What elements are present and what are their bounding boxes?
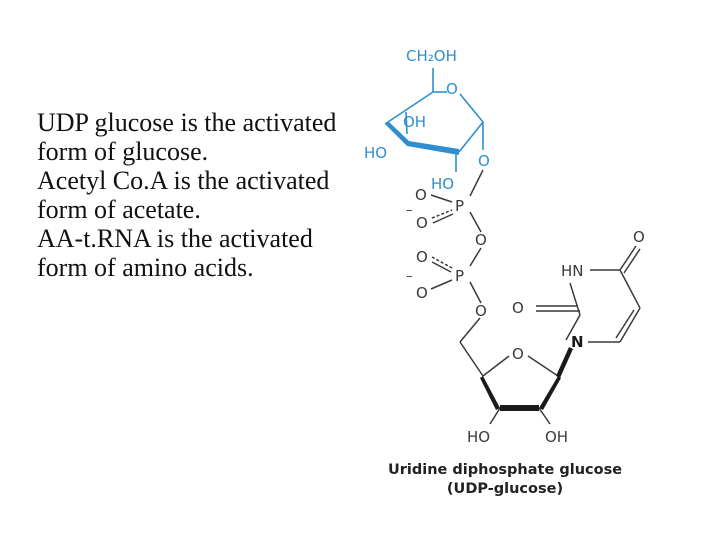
p1-bridge-bond xyxy=(469,211,482,233)
p2-o-double-a xyxy=(431,256,453,269)
c5-c4-ribose-bond xyxy=(459,341,484,377)
label-p1-o-double: O xyxy=(416,214,428,232)
description-text: UDP glucose is the activated form of glu… xyxy=(37,108,367,282)
label-uracil-n1: N xyxy=(571,333,584,351)
ribose-o-c1-bond xyxy=(527,355,559,377)
ribose-wedge-right xyxy=(539,376,561,410)
c5-c6-inner-bond xyxy=(615,309,635,339)
label-oh-c3: OH xyxy=(403,113,426,131)
label-ribose-o: O xyxy=(512,345,524,363)
text-line-1: UDP glucose is the activated xyxy=(37,108,337,137)
label-p2-o-minus: O xyxy=(416,284,428,302)
text-line-6: form of amino acids. xyxy=(37,253,254,282)
c5-c4-bond xyxy=(384,91,434,125)
label-ho-c2: HO xyxy=(431,175,454,193)
ribose-wedge-left xyxy=(480,376,500,410)
ribose-bold-bottom xyxy=(500,405,539,411)
text-line-4: form of acetate. xyxy=(37,195,201,224)
glucose-ring xyxy=(384,68,484,172)
text-line-5: AA-t.RNA is the activated xyxy=(37,224,313,253)
label-p2: P xyxy=(455,267,464,285)
ester-c5-bond xyxy=(459,317,481,343)
label-p1-o-minus: O xyxy=(415,186,427,204)
label-ester-o: O xyxy=(475,302,487,320)
label-uracil-hn: HN xyxy=(561,262,584,280)
c3-oh-bond-ribose xyxy=(489,407,501,425)
c2-n3-bond xyxy=(569,282,581,316)
label-uracil-o2: O xyxy=(512,299,524,317)
label-ch2oh: CH₂OH xyxy=(406,47,457,65)
text-line-3: Acetyl Co.A is the activated xyxy=(37,166,330,195)
label-p2-o-double: O xyxy=(416,248,428,266)
p1-o-double-b xyxy=(432,213,454,224)
label-minus-2: – xyxy=(406,269,413,284)
caption-subtitle: (UDP-glucose) xyxy=(447,481,563,497)
label-minus-1: – xyxy=(406,203,413,218)
c3-oh-bond xyxy=(405,111,408,135)
o-p1-bond xyxy=(469,169,484,197)
label-p1: P xyxy=(455,197,464,215)
p2-o-minus-bond xyxy=(430,279,453,290)
backbone-bonds xyxy=(430,169,641,425)
n1-c2-bond xyxy=(565,314,581,341)
label-uracil-o4: O xyxy=(633,228,645,246)
glycosidic-bold-bond xyxy=(556,347,573,378)
caption-title: Uridine diphosphate glucose xyxy=(388,462,622,478)
label-ring-o: O xyxy=(446,80,458,98)
p1-o-double-a xyxy=(431,209,453,219)
c4-o-bond-b xyxy=(623,248,641,274)
ringO-c1-bond xyxy=(459,93,484,123)
label-ribose-oh: OH xyxy=(545,428,568,446)
c4-c5-bond xyxy=(619,269,641,309)
text-line-2: form of glucose. xyxy=(37,137,209,166)
p1-o-minus-bond xyxy=(430,194,453,203)
c2-oh-bond-ribose xyxy=(538,407,551,425)
label-o-glycosidic: O xyxy=(478,152,490,170)
label-bridge-o: O xyxy=(475,231,487,249)
c4-ribose-o-bond xyxy=(482,355,510,377)
label-ribose-ho: HO xyxy=(467,428,490,446)
ring-bold-front xyxy=(385,122,459,155)
bridge-p2-bond xyxy=(469,247,482,267)
c4-o-bond-a xyxy=(619,245,637,271)
c5-c6-bond xyxy=(619,307,641,343)
c1-c2-bond xyxy=(458,121,484,153)
p2-o-double-b xyxy=(431,261,452,273)
p2-ester-bond xyxy=(469,281,482,304)
label-ho-c4: HO xyxy=(364,144,387,162)
